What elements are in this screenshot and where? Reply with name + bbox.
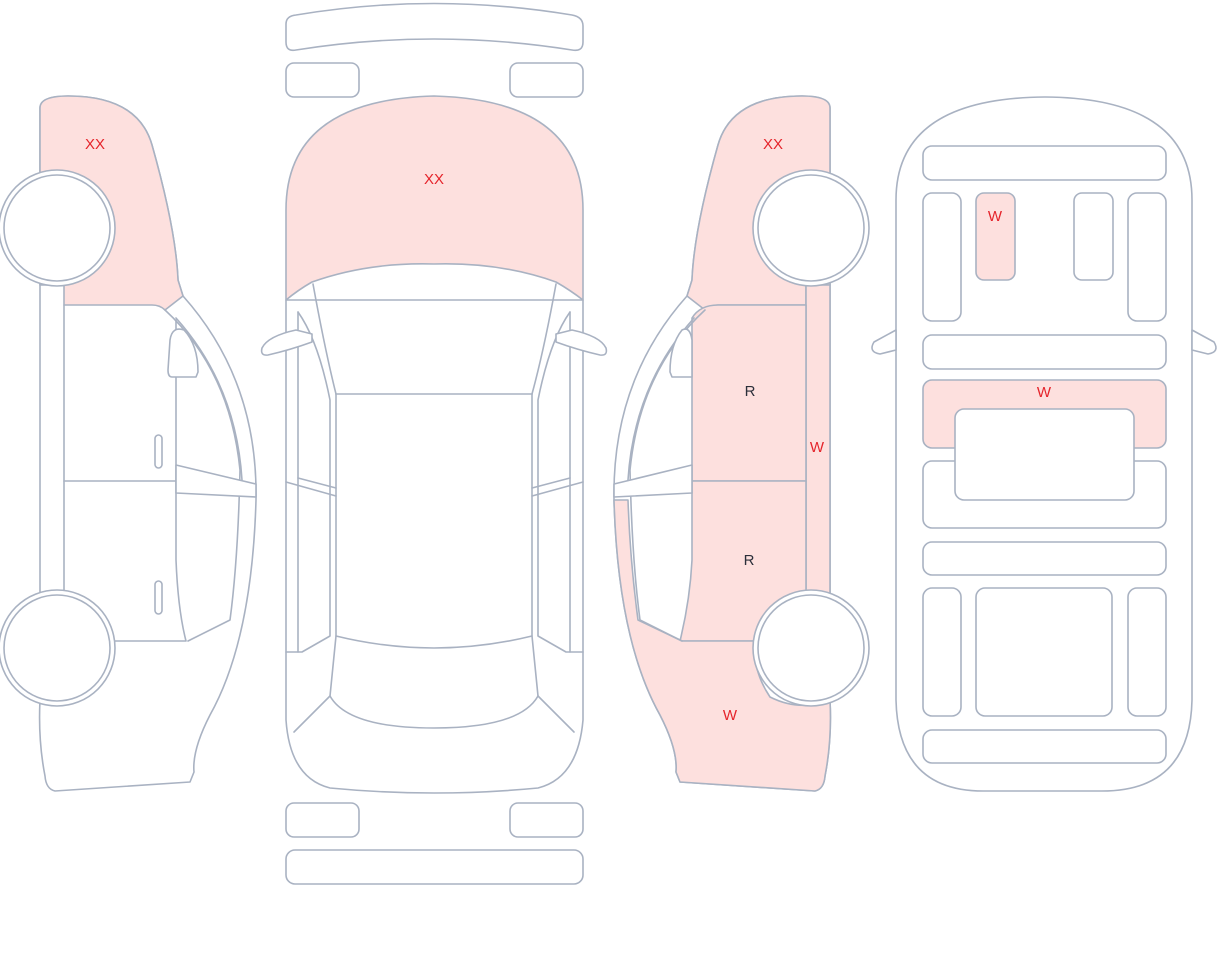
right-front-wheel [757,174,865,282]
rear-window [329,635,539,729]
left-front-handle [154,434,163,469]
right-rear-wheel [757,594,865,702]
left-front-fender-code: XX [85,136,105,153]
right-window-frame [629,309,706,642]
right-top-rail [531,477,584,497]
left-front-wheel [3,174,111,282]
underbody-center-tunnel [954,408,1135,501]
underbody-panel-code: W [988,208,1003,225]
windshield-left [312,283,337,395]
underbody-right-mirror [1191,329,1217,355]
top-body-outline [285,299,584,794]
underbody-rear-floor [975,587,1113,717]
underbody-rear-bar [922,729,1167,764]
left-top-rail [285,477,337,497]
hood-code: XX [424,171,444,188]
underbody-panel [975,192,1016,281]
hood [285,95,584,301]
underbody-rear-crossbar [922,541,1167,576]
left-mirror [167,328,199,378]
underbody-front-left-rail [922,192,962,322]
right-wiper [613,464,693,498]
top-left-mirror [260,329,313,356]
underbody-front-right-rail [1127,192,1167,322]
right-rocker-code: W [810,439,825,456]
right-a-pillar-top [537,311,584,653]
tailgate-right [537,695,575,733]
left-a-pillar-top [285,311,331,653]
left-rear-handle [154,580,163,615]
left-wiper [175,464,257,498]
underbody-left-mirror [871,329,897,355]
rear-left-tow-cover [285,802,360,838]
rear-bumper [285,849,584,885]
left-side-view: XX [0,95,257,792]
rear-right-tow-cover [509,802,584,838]
windshield-right [531,283,557,395]
front-bumper [285,2,584,52]
front-left-tow-cover [285,62,360,98]
right-front-door-code: R [745,383,756,400]
front-right-tow-cover [509,62,584,98]
underbody-view: W W [871,96,1217,792]
underbody-mid-crossbar [922,334,1167,370]
right-mirror [669,328,693,378]
left-window-frame [164,309,241,642]
right-rear-quarter-code: W [723,707,738,724]
right-side-view: XX R W R W [613,95,870,792]
top-right-mirror [555,329,608,356]
left-rear-wheel [3,594,111,702]
underbody-front-right-bracket [1073,192,1114,281]
underbody-crossmember-code: W [1037,384,1052,401]
left-door-rear-edge [114,319,187,642]
top-view: XX [260,2,608,885]
underbody-rear-right-rail [1127,587,1167,717]
underbody-front-crossbar [922,145,1167,181]
left-window-frame-inner [175,317,243,481]
tailgate-left [293,695,331,733]
right-front-fender-code: XX [763,136,783,153]
underbody-rear-left-rail [922,587,962,717]
right-front-door [691,304,807,482]
right-rear-door-code: R [744,552,755,569]
